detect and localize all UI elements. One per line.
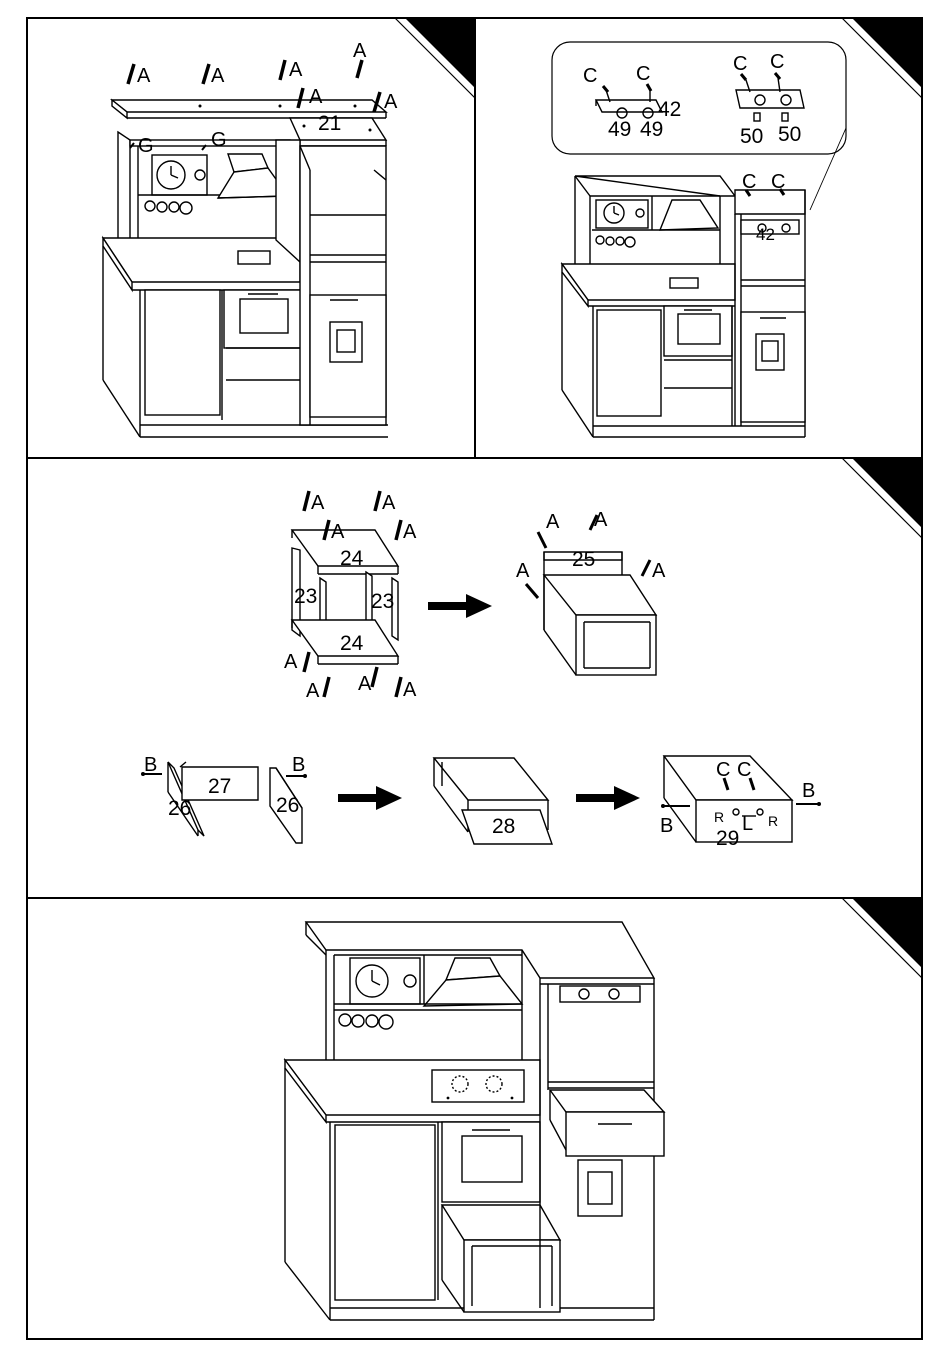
screw-b-label: B <box>144 754 157 776</box>
shelf-assembled <box>544 552 656 675</box>
step-corner-marker <box>395 18 475 98</box>
screw-a-label: A <box>358 673 372 695</box>
side-r-label: R <box>768 813 778 829</box>
screw-c-label: C <box>742 171 756 193</box>
screw-g-label: G <box>211 129 227 151</box>
part-27-label: 27 <box>208 775 231 798</box>
part-26-label: 26 <box>168 797 191 820</box>
screw-g-label: G <box>138 135 154 157</box>
screw-a-label: A <box>652 560 666 582</box>
step-2-stove-knobs: C C C C 42 49 49 50 50 <box>552 42 846 437</box>
screw-a-label: A <box>211 65 225 87</box>
step-4-finished-kitchen <box>285 922 664 1320</box>
screw-a-label: A <box>353 40 367 62</box>
part-26-label: 26 <box>276 794 299 817</box>
screw-a-label: A <box>403 521 417 543</box>
part-23-label: 23 <box>294 585 317 608</box>
arrow-right-icon <box>576 786 640 810</box>
screw-a-label: A <box>594 509 608 531</box>
screw-a-label: A <box>289 59 303 81</box>
side-l-label: L <box>742 813 753 835</box>
step-corner-marker <box>842 18 922 98</box>
screw-b-label: B <box>292 754 305 776</box>
screw-a-label: A <box>384 91 398 113</box>
part-42-label: 42 <box>756 225 775 244</box>
screw-c-label: C <box>770 51 784 73</box>
arrow-right-icon <box>338 786 402 810</box>
side-r-label: R <box>714 809 724 825</box>
part-49-label: 49 <box>608 118 631 141</box>
screw-b-label: B <box>802 780 815 802</box>
part-50-label: 50 <box>740 125 763 148</box>
step-1-kitchen-top-assembly: A A A A A A 21 G G <box>103 40 398 437</box>
part-24-label: 24 <box>340 632 364 655</box>
part-50-label: 50 <box>778 123 801 146</box>
screw-c-label: C <box>733 53 747 75</box>
screw-a-label: A <box>331 521 345 543</box>
knob-panel <box>736 78 804 121</box>
step-corner-marker <box>842 458 922 538</box>
screw-c-label: C <box>771 171 785 193</box>
screw-a-label: A <box>311 492 325 514</box>
arrow-right-icon <box>428 594 492 618</box>
screw-b-label: B <box>660 815 673 837</box>
screw-c-label: C <box>716 759 730 781</box>
step-3-shelf-and-drawer: 24 24 23 23 A A A A A A A A <box>141 491 821 850</box>
part-49-label: 49 <box>640 118 663 141</box>
screw-a-label: A <box>516 560 530 582</box>
screw-a-label: A <box>403 679 417 701</box>
screw-a-label: A <box>309 86 323 108</box>
part-25-label: 25 <box>572 548 595 571</box>
screw-c-label: C <box>636 63 650 85</box>
screw-a-label: A <box>137 65 151 87</box>
part-28-label: 28 <box>492 815 515 838</box>
kitchen-assembled <box>562 176 805 437</box>
panel-21-label: 21 <box>318 112 341 135</box>
screw-c-icon <box>603 73 780 92</box>
screw-a-label: A <box>284 651 298 673</box>
screw-c-label: C <box>583 65 597 87</box>
part-24-label: 24 <box>340 547 364 570</box>
part-29-label: 29 <box>716 827 739 850</box>
screw-a-label: A <box>306 680 320 702</box>
screw-a-label: A <box>546 511 560 533</box>
step-corner-marker <box>842 898 922 978</box>
screw-a-label: A <box>382 492 396 514</box>
part-23-label: 23 <box>371 590 394 613</box>
knob-panel-42 <box>596 88 662 118</box>
screw-c-label: C <box>737 759 751 781</box>
